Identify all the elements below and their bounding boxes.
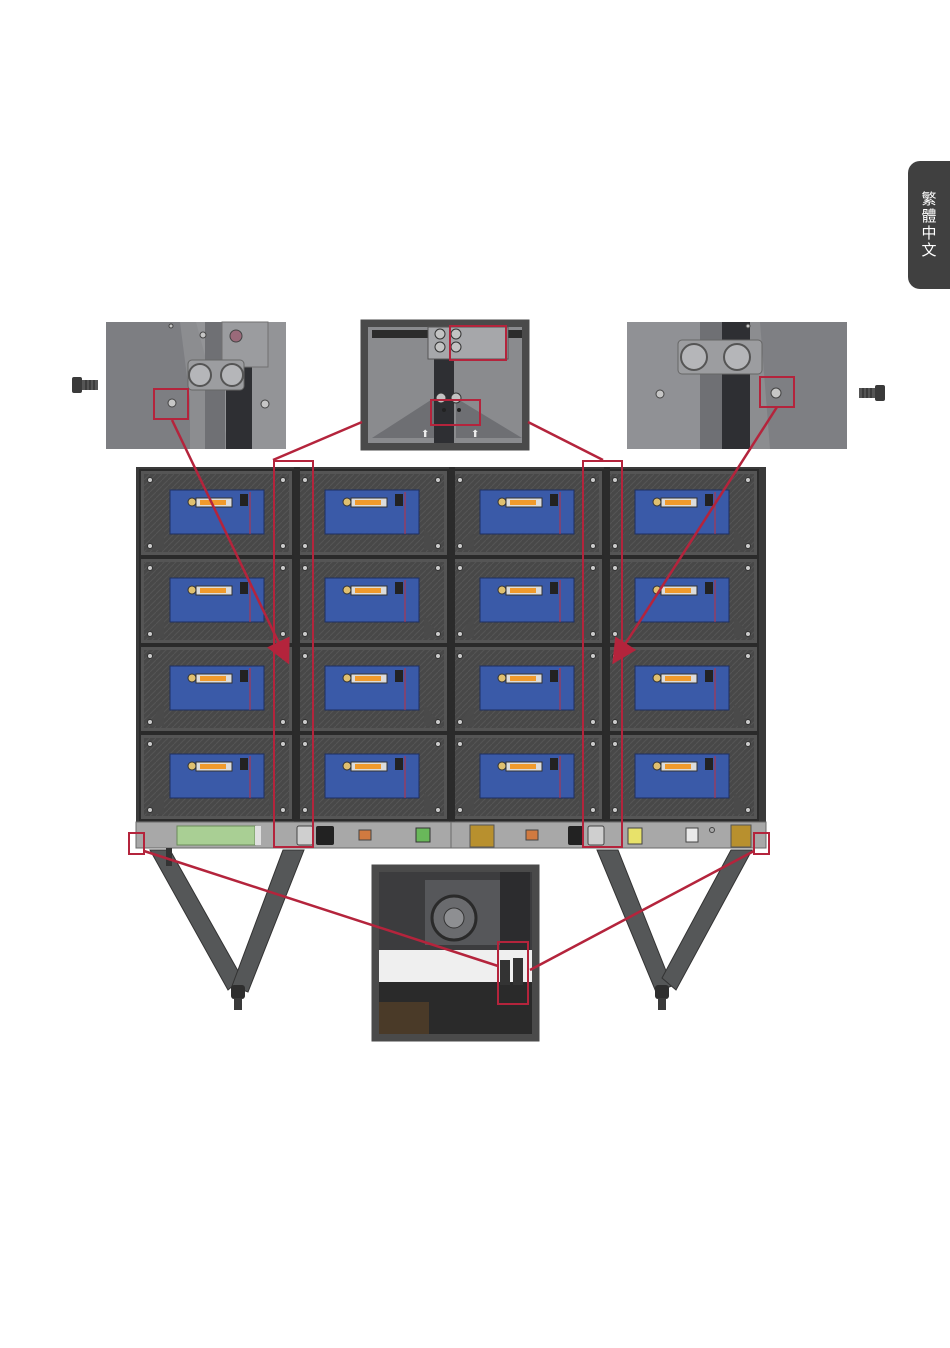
- cabinet: [295, 646, 448, 732]
- cabinet: [450, 646, 603, 732]
- cabinet: [450, 558, 603, 644]
- cabinet: [450, 734, 603, 820]
- cabinet: [450, 470, 603, 556]
- screw-icon: [72, 377, 98, 393]
- stand-left: [150, 848, 304, 1010]
- cabinet: [605, 646, 758, 732]
- inset-top-left: [106, 322, 286, 449]
- cabinet: [295, 734, 448, 820]
- cabinet: [295, 470, 448, 556]
- cabinet: [295, 558, 448, 644]
- bottom-bar: [136, 822, 766, 848]
- cabinet: [140, 734, 293, 820]
- stand-right: [597, 850, 752, 1010]
- svg-text:⬆: ⬆: [471, 429, 479, 440]
- cabinet: [605, 734, 758, 820]
- cabinet: [605, 558, 758, 644]
- inset-top-right: [627, 322, 847, 449]
- cabinet: [605, 470, 758, 556]
- svg-text:⬆: ⬆: [421, 429, 429, 440]
- screw-icon: [859, 385, 885, 401]
- led-wall-back: [136, 467, 766, 822]
- cabinet: [140, 558, 293, 644]
- inset-top-center: ⬆ ⬆: [362, 321, 528, 449]
- cabinet: [140, 646, 293, 732]
